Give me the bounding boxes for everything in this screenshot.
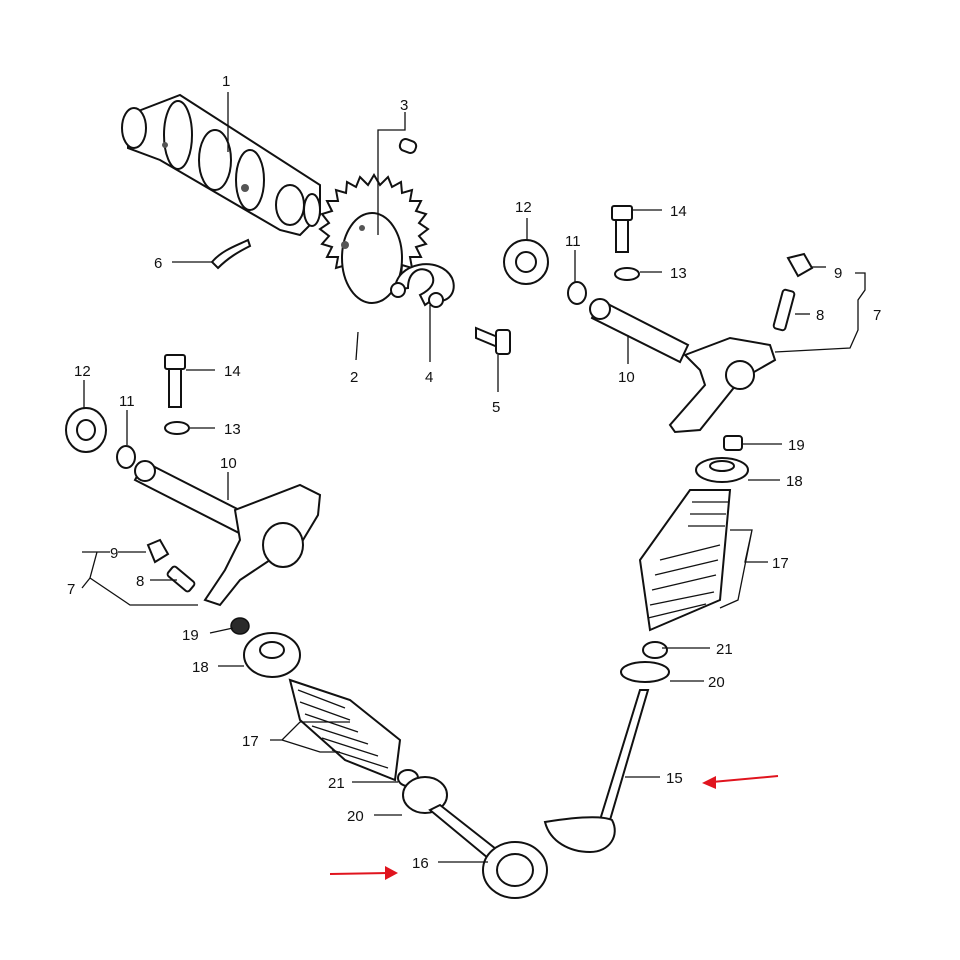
label-part-13-right: 13	[670, 265, 687, 282]
cam-sprocket-drawing	[318, 173, 430, 304]
label-part-13-left: 13	[224, 421, 241, 438]
leader-lines	[81, 92, 866, 863]
label-part-6: 6	[154, 255, 162, 272]
right-rocker-assembly-drawing	[503, 205, 814, 434]
label-part-20-right: 20	[708, 674, 725, 691]
label-part-16: 16	[412, 855, 429, 872]
label-part-17-right: 17	[772, 555, 789, 572]
left-valve-stack-drawing	[230, 617, 548, 899]
label-part-19-right: 19	[788, 437, 805, 454]
label-part-10-right: 10	[618, 369, 635, 386]
label-part-8-right: 8	[816, 307, 824, 324]
label-part-3: 3	[400, 97, 408, 114]
label-part-17-left: 17	[242, 733, 259, 750]
label-part-14-right: 14	[670, 203, 687, 220]
label-part-1: 1	[222, 73, 230, 90]
circlip-drawing	[210, 238, 252, 270]
label-part-8-left: 8	[136, 573, 144, 590]
label-part-7-left: 7	[67, 581, 75, 598]
label-part-19-left: 19	[182, 627, 199, 644]
label-part-21-right: 21	[716, 641, 733, 658]
label-part-10-left: 10	[220, 455, 237, 472]
label-part-5: 5	[492, 399, 500, 416]
part-labels: 1 2 3 4 5 6 7 8 9 10 11 12 13 14 7 8 9 1…	[67, 73, 881, 872]
label-part-4: 4	[425, 369, 433, 386]
label-part-12-left: 12	[74, 363, 91, 380]
left-rocker-assembly-drawing	[65, 354, 322, 607]
label-part-9-left: 9	[110, 545, 118, 562]
label-part-14-left: 14	[224, 363, 241, 380]
label-part-7-right: 7	[873, 307, 881, 324]
label-part-18-left: 18	[192, 659, 209, 676]
label-part-9-right: 9	[834, 265, 842, 282]
label-part-18-right: 18	[786, 473, 803, 490]
label-part-12-right: 12	[515, 199, 532, 216]
label-part-21-left: 21	[328, 775, 345, 792]
label-part-11-right: 11	[565, 233, 581, 250]
label-part-11-left: 11	[119, 393, 135, 410]
dowel-pin-drawing	[398, 138, 418, 154]
camshaft-drawing	[121, 93, 321, 237]
label-part-2: 2	[350, 369, 358, 386]
sprocket-bolt-drawing	[475, 326, 511, 355]
lock-plate-drawing	[390, 263, 455, 308]
label-part-15: 15	[666, 770, 683, 787]
label-part-20-left: 20	[347, 808, 364, 825]
highlight-arrow-16	[329, 866, 398, 880]
highlight-arrow-15	[702, 775, 779, 789]
right-valve-stack-drawing	[543, 435, 749, 854]
